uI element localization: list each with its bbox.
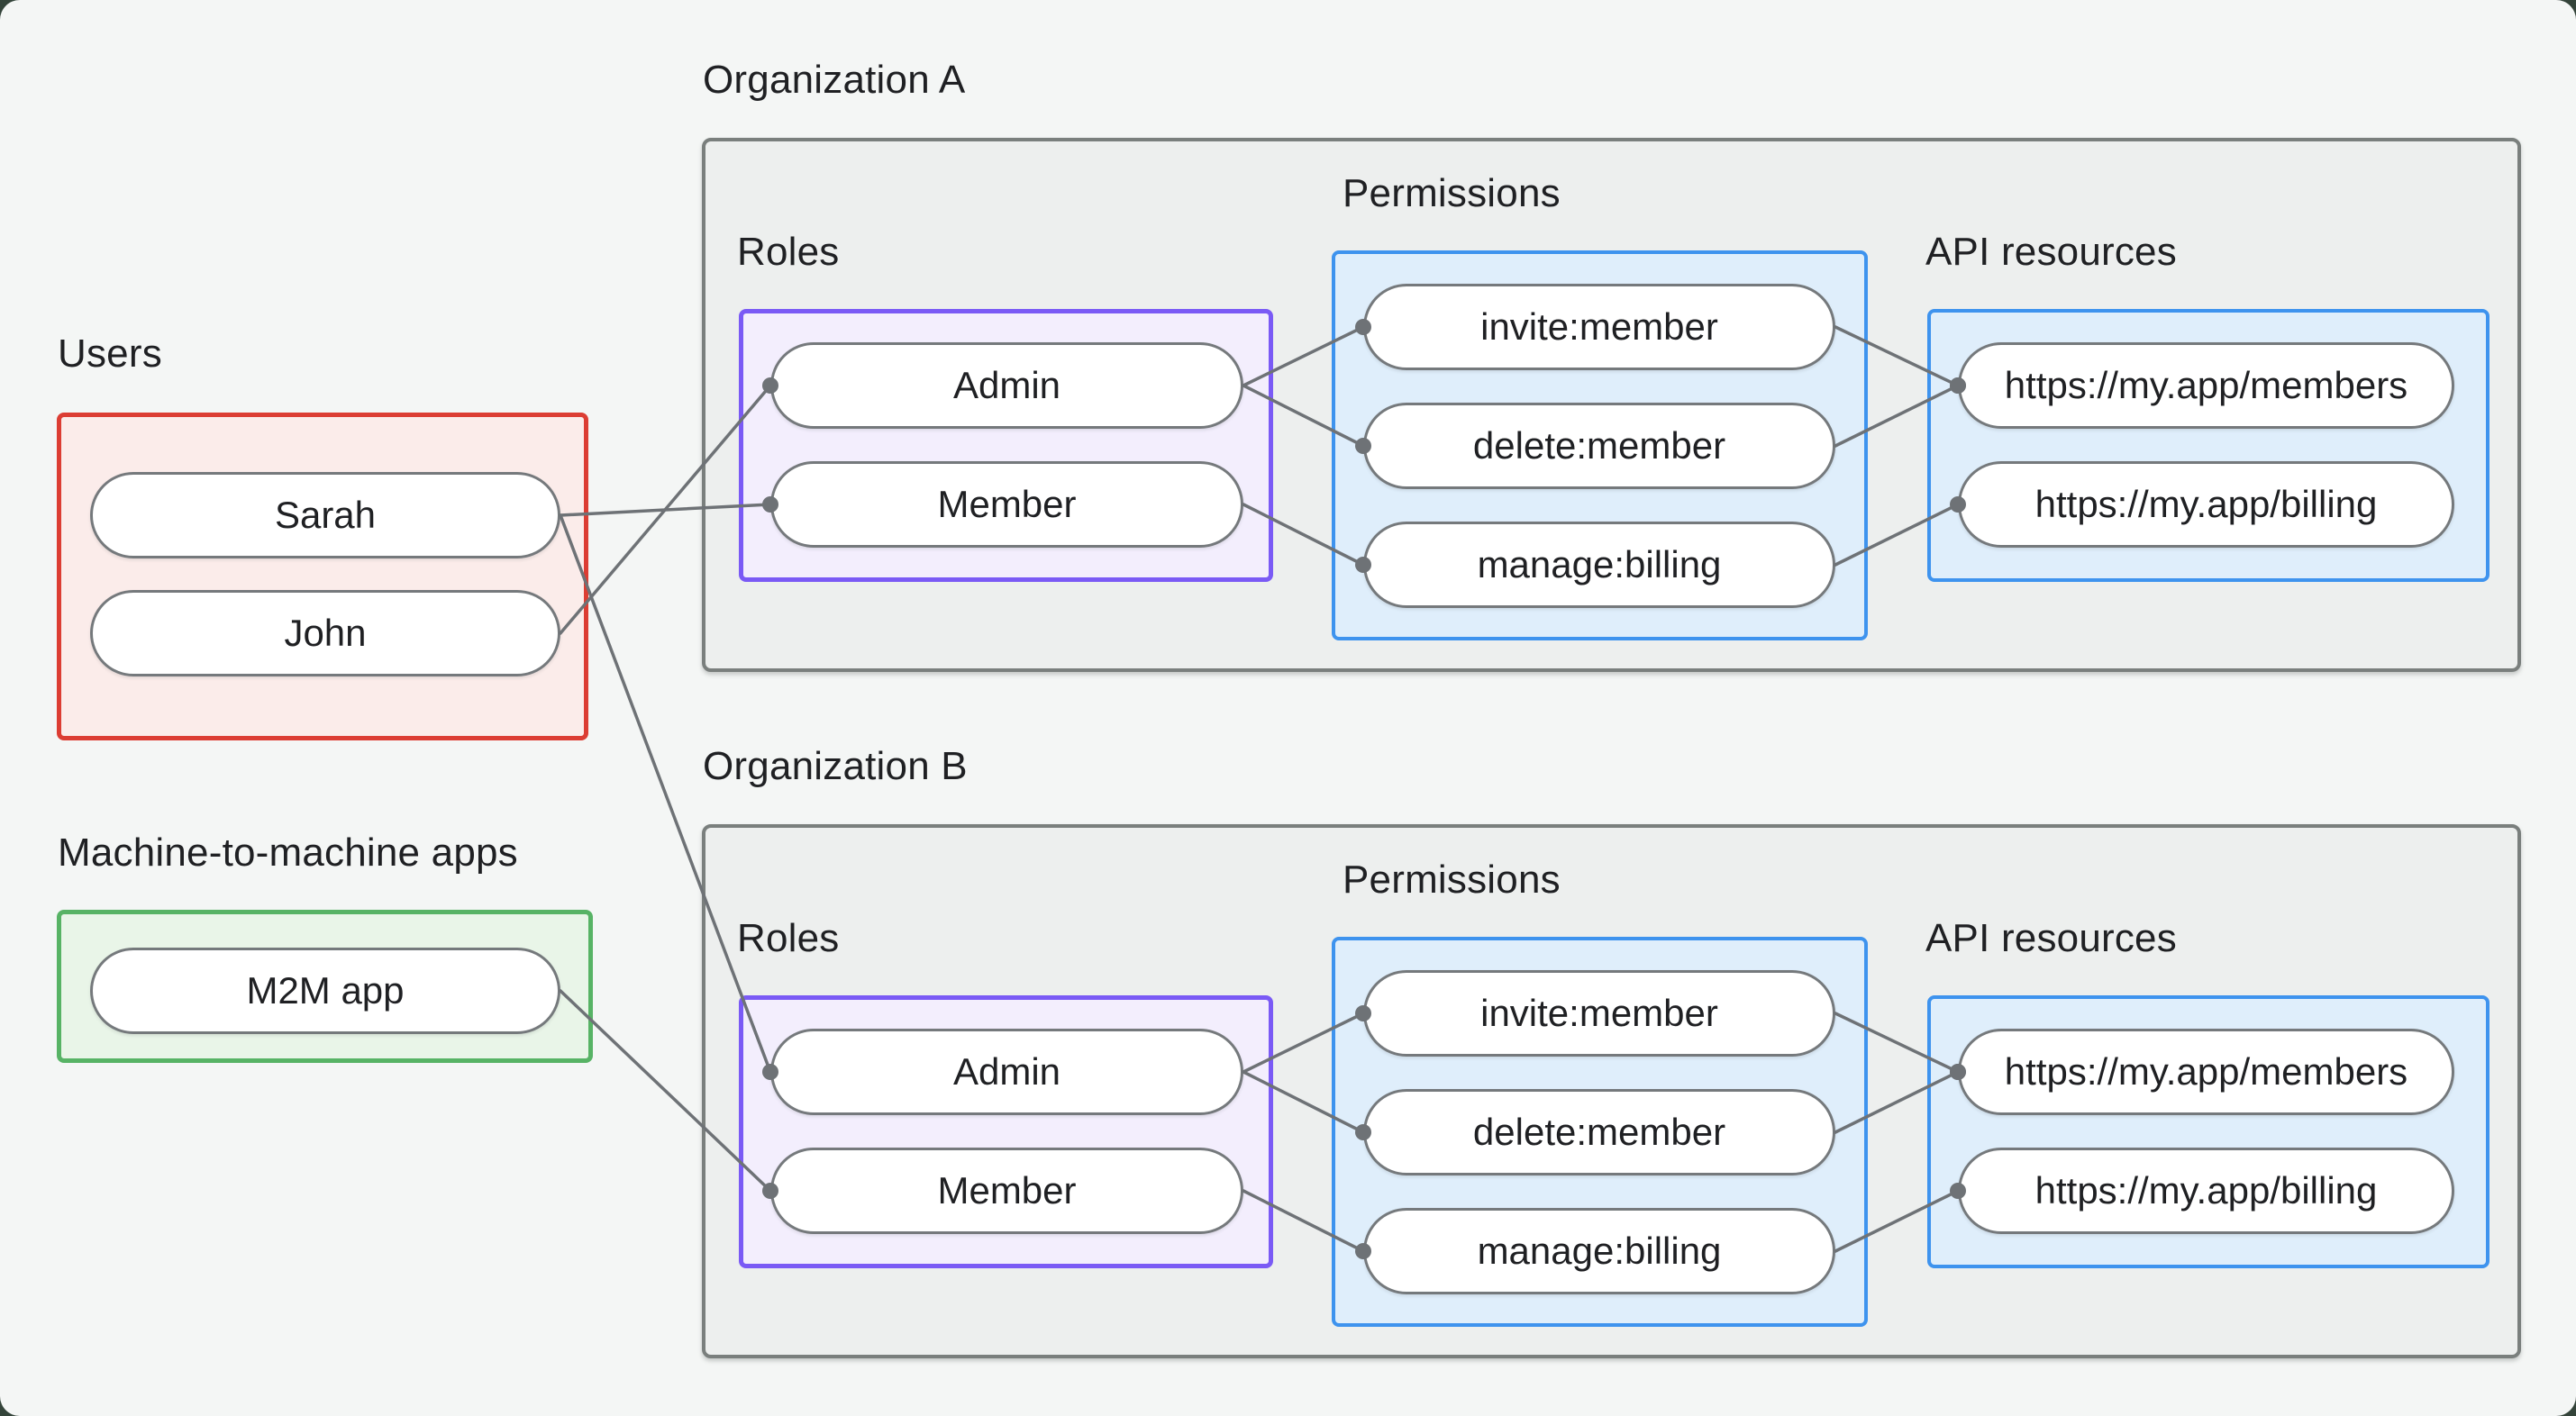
org-a-resource-members: https://my.app/members — [1958, 342, 2454, 429]
org-b-permissions-label: Permissions — [1343, 858, 1561, 902]
org-a-permission-manage: manage:billing — [1363, 522, 1835, 608]
org-b-permission-invite: invite:member — [1363, 970, 1835, 1057]
org-b-title: Organization B — [703, 744, 968, 788]
org-a-api-label: API resources — [1925, 230, 2177, 274]
org-a-title: Organization A — [703, 58, 966, 102]
org-a-permissions-label: Permissions — [1343, 171, 1561, 215]
m2m-group-label: Machine-to-machine apps — [58, 831, 518, 875]
org-b-role-member: Member — [770, 1148, 1243, 1234]
org-a-role-member: Member — [770, 461, 1243, 548]
org-a-resource-billing: https://my.app/billing — [1958, 461, 2454, 548]
org-b-role-admin: Admin — [770, 1029, 1243, 1115]
user-node-sarah: Sarah — [90, 472, 560, 558]
org-b-resource-billing: https://my.app/billing — [1958, 1148, 2454, 1234]
users-group-box — [57, 413, 588, 740]
users-group-label: Users — [58, 331, 162, 376]
org-a-permission-delete: delete:member — [1363, 403, 1835, 489]
m2m-app-node: M2M app — [90, 948, 560, 1034]
org-a-role-admin: Admin — [770, 342, 1243, 429]
org-b-permission-manage: manage:billing — [1363, 1208, 1835, 1294]
org-a-permission-invite: invite:member — [1363, 284, 1835, 370]
org-b-permission-delete: delete:member — [1363, 1089, 1835, 1175]
user-node-john: John — [90, 590, 560, 676]
org-b-roles-label: Roles — [737, 916, 840, 960]
org-b-api-label: API resources — [1925, 916, 2177, 960]
org-b-resource-members: https://my.app/members — [1958, 1029, 2454, 1115]
org-a-roles-label: Roles — [737, 230, 840, 274]
